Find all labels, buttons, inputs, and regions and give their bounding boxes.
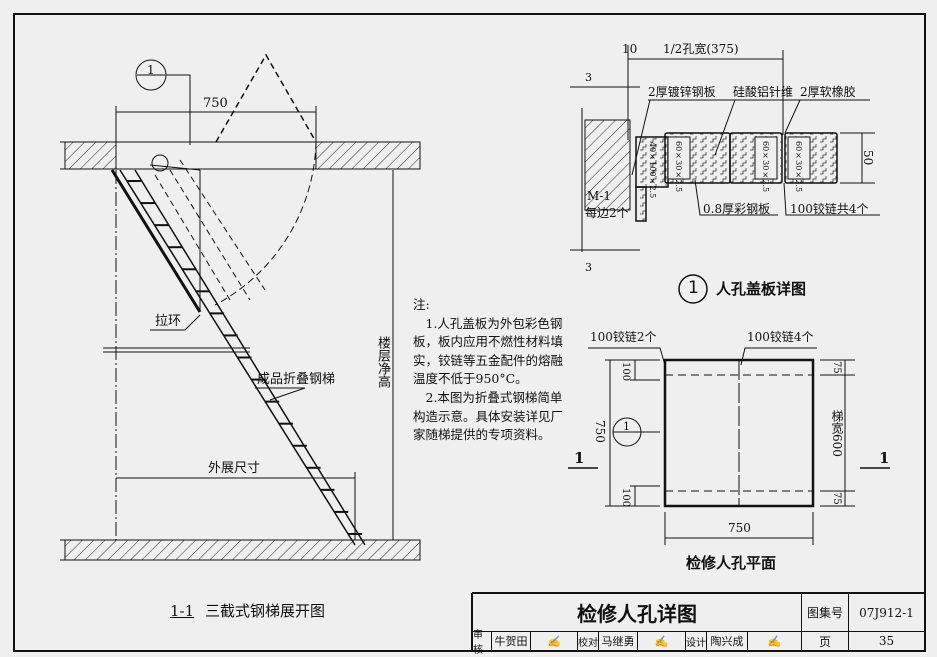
review-label: 审核 <box>472 630 492 656</box>
tube-size-2: 60×30×2.5 <box>674 141 683 193</box>
plan-caption: 检修人孔平面 <box>686 554 777 572</box>
section-mark-right: 1 <box>879 449 890 467</box>
dim-75-bottom: 75 <box>831 492 842 505</box>
plan-view <box>568 347 890 545</box>
section-caption: 三截式钢梯展开图 <box>205 602 326 620</box>
thickness-dim: 50 <box>861 150 875 166</box>
drawing-title: 检修人孔详图 <box>472 593 802 632</box>
weld-mark-bottom: 3 <box>585 261 592 274</box>
notes: 注: 1.人孔盖板为外包彩色钢板，板内应用不燃性材料填实，铰链等五金配件的熔融温… <box>413 296 563 445</box>
dim-75-top: 75 <box>831 361 842 374</box>
extension-label: 外展尺寸 <box>208 461 261 476</box>
plan-width-dim: 750 <box>728 521 751 535</box>
design-label: 设计 <box>685 631 707 651</box>
checker-signature: ✍ <box>637 631 686 651</box>
half-width-dim: 1/2孔宽(375) <box>663 42 739 56</box>
tube-size-4: 60×30×2.5 <box>794 141 803 193</box>
notes-title: 注: <box>413 297 430 312</box>
galv-plate-label: 2厚镀锌钢板 <box>648 85 716 99</box>
rubber-label: 2厚软橡胶 <box>800 85 856 99</box>
atlas-number: 07J912-1 <box>848 593 925 632</box>
hinges-label: 100铰链共4个 <box>790 202 869 216</box>
detail-caption: 人孔盖板详图 <box>716 280 807 298</box>
designer-signature: ✍ <box>747 631 802 651</box>
section-mark-left: 1 <box>574 449 585 467</box>
section-caption-number: 1-1 <box>170 602 195 620</box>
designer-name: 陶兴成 <box>706 631 748 651</box>
hinge4-label: 100铰链4个 <box>747 330 814 344</box>
checker-name: 马继勇 <box>598 631 638 651</box>
floor-height-label: 楼层净高 <box>375 336 390 388</box>
page-number: 35 <box>848 631 925 651</box>
m1-label: M-1 <box>587 189 611 203</box>
section-view <box>60 53 421 561</box>
detail-caption-number: 1 <box>688 278 699 298</box>
dim-100-bottom: 100 <box>620 488 631 508</box>
cover-detail <box>570 45 880 304</box>
hinge2-label: 100铰链2个 <box>590 330 657 344</box>
per-side-label: 每边2个 <box>585 206 629 220</box>
pull-ring-label: 拉环 <box>155 314 182 329</box>
page-label: 页 <box>801 631 849 651</box>
plan-callout: 1 <box>623 420 630 433</box>
callout-number: 1 <box>147 63 155 77</box>
atlas-label: 图集号 <box>801 593 849 632</box>
dim-10: 10 <box>622 42 638 56</box>
note-item: 2.本图为折叠式钢梯简单构造示意。具体安装详见厂家随梯提供的专项资料。 <box>413 389 564 443</box>
plan-height-dim: 750 <box>593 420 607 443</box>
ladder-width-dim: 梯宽600 <box>830 410 844 457</box>
tube-size-3: 60×30×2.5 <box>761 141 770 193</box>
weld-mark-top: 3 <box>585 71 592 84</box>
tube-size-1: 40×100×2.5 <box>648 142 657 199</box>
reviewer-signature: ✍ <box>530 631 578 651</box>
fiber-label: 硅酸铝针维 <box>733 85 794 99</box>
dim-100-top: 100 <box>620 362 631 382</box>
color-plate-label: 0.8厚彩钢板 <box>703 202 771 216</box>
reviewer-name: 牛贺田 <box>491 631 531 651</box>
check-label: 校对 <box>577 631 599 651</box>
ladder-label: 成品折叠钢梯 <box>257 372 336 387</box>
width-dimension: 750 <box>203 96 228 111</box>
sheet-frame <box>13 13 926 652</box>
note-item: 1.人孔盖板为外包彩色钢板，板内应用不燃性材料填实，铰链等五金配件的熔融温度不低… <box>413 315 564 387</box>
